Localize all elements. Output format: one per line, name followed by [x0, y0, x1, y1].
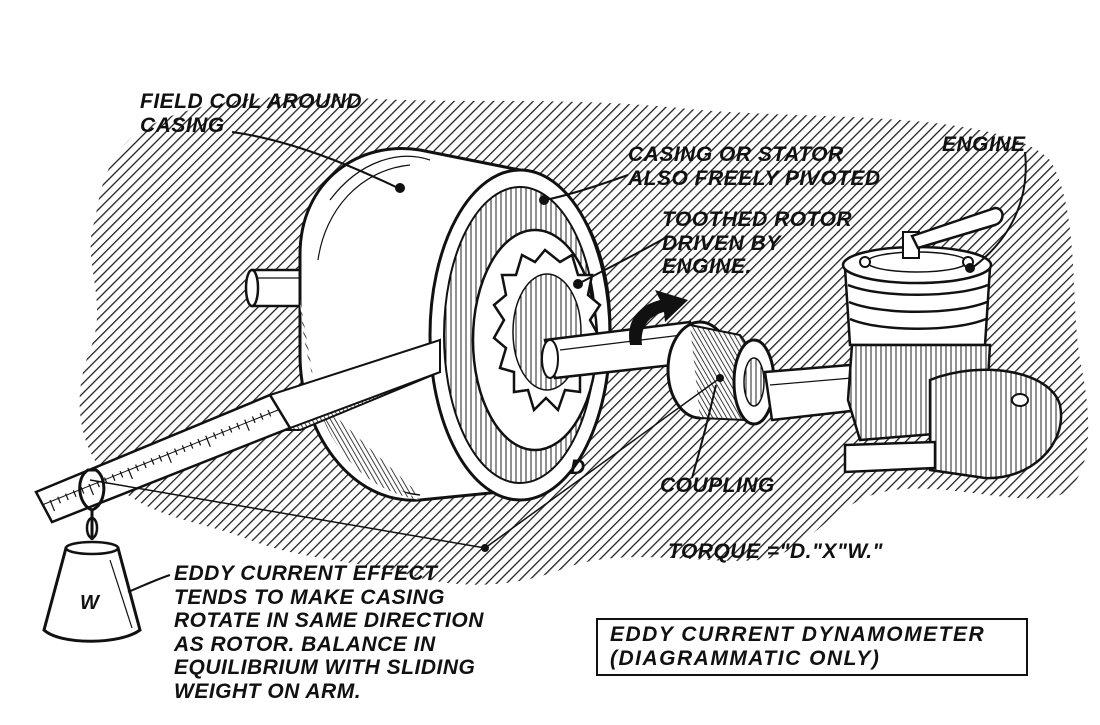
coupling — [666, 320, 776, 426]
coupling-label: COUPLING — [660, 474, 775, 497]
engine-label: ENGINE — [942, 133, 1026, 156]
distance-lines — [89, 374, 724, 552]
arm-scale-tick — [111, 474, 116, 481]
arm-scale-tick — [135, 464, 139, 472]
arm-scale-tick — [158, 454, 163, 462]
arm-scale-tick — [72, 490, 77, 498]
arm-scale-tick — [127, 467, 133, 480]
diagram-title: EDDY CURRENT DYNAMOMETER — [610, 623, 986, 646]
arm-scale-tick — [119, 470, 124, 478]
weight-hanger — [42, 468, 142, 643]
torque-formula: TORQUE ="D."X"W." — [668, 540, 883, 563]
arm-scale-tick — [228, 425, 233, 433]
arm-scale-tick — [236, 422, 241, 430]
diagram-subtitle: (DIAGRAMMATIC ONLY) — [610, 647, 881, 671]
arm-scale-tick — [197, 438, 202, 446]
arm-scale-ticks — [49, 409, 272, 512]
distance-d-label: D — [570, 456, 586, 479]
toothed-rotor-label: TOOTHED ROTOR DRIVEN BY ENGINE. — [662, 208, 853, 279]
arm-scale-tick — [174, 448, 178, 456]
arm-scale-tick — [212, 432, 217, 440]
arm-scale-tick — [244, 419, 250, 431]
arm-scale-tick — [49, 499, 56, 512]
casing-stator-label: CASING OR STATOR ALSO FREELY PIVOTED — [628, 143, 881, 190]
arm-scale-tick — [57, 496, 62, 504]
arm-scale-tick — [88, 483, 95, 496]
arm-scale-tick — [259, 412, 264, 420]
weight-w-label: W — [80, 592, 100, 614]
arm-scale-tick — [181, 445, 186, 453]
arm-scale-tick — [251, 416, 256, 424]
arm-scale-tick — [220, 429, 225, 436]
arm-scale-tick — [267, 409, 272, 417]
arm-scale-tick — [189, 441, 194, 449]
eddy-current-note: EDDY CURRENT EFFECT TENDS TO MAKE CASING… — [174, 562, 484, 703]
arm-scale-tick — [205, 435, 211, 447]
field-coil-label: FIELD COIL AROUND CASING — [140, 90, 362, 137]
arm-scale-tick — [166, 451, 172, 464]
leader-lines — [127, 131, 1027, 593]
arm-scale-tick — [150, 457, 155, 465]
engine — [763, 206, 1063, 480]
balance-arm — [34, 338, 441, 524]
rotation-arrow — [629, 290, 688, 345]
arm-scale-tick — [142, 461, 147, 469]
diagram-title-box: EDDY CURRENT DYNAMOMETER (DIAGRAMMATIC O… — [596, 618, 1028, 676]
arm-scale-tick — [80, 486, 85, 494]
arm-scale-tick — [65, 493, 69, 501]
